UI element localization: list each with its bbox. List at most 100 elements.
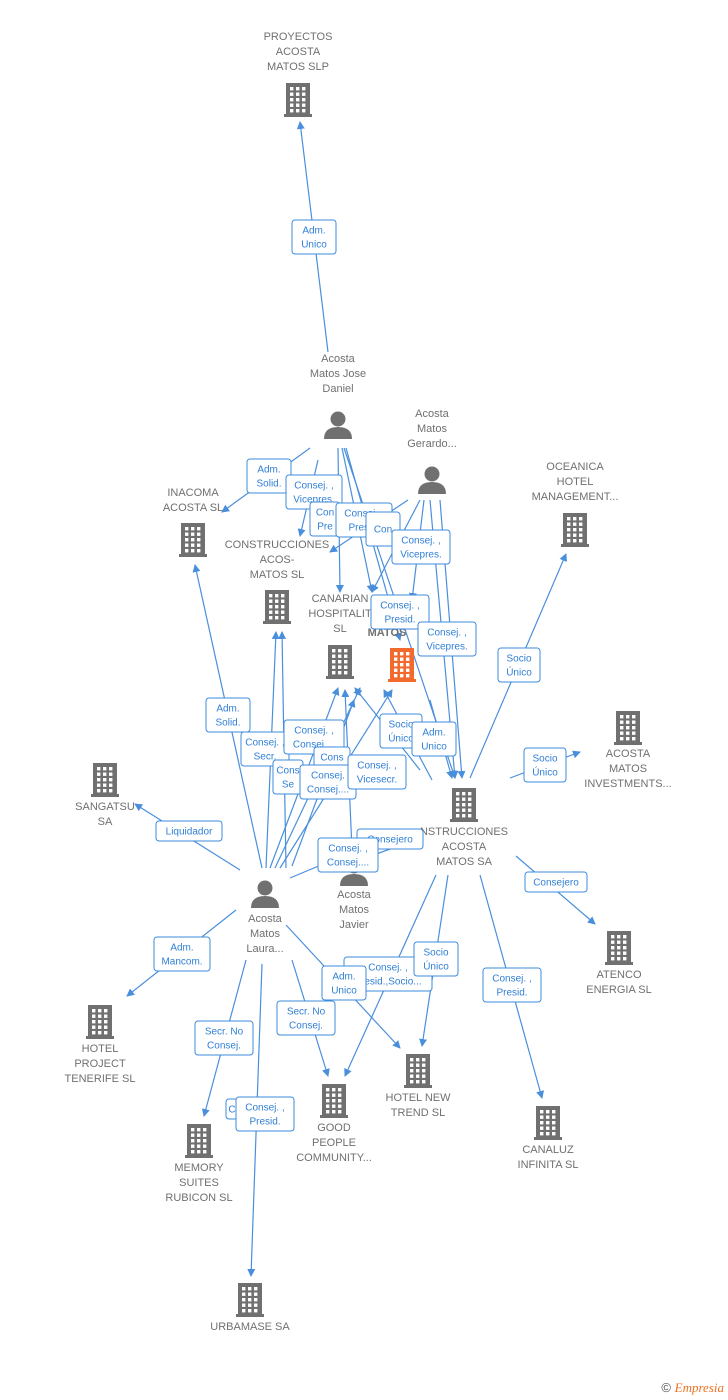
building-icon[interactable] xyxy=(91,763,119,797)
edge-label-line: Vicepres. xyxy=(400,550,442,561)
edge-label[interactable]: Adm.Mancom. xyxy=(153,936,211,972)
building-icon[interactable] xyxy=(450,788,478,822)
company-label-construcciones-sl-line: MATOS SL xyxy=(250,569,305,581)
edge-label-line: Cons xyxy=(276,766,299,777)
edge-label[interactable]: Adm.Unico xyxy=(321,965,367,1001)
edge-label[interactable]: Consejero xyxy=(524,871,588,893)
copyright-symbol: © xyxy=(661,1380,672,1395)
edge-label-line: Consej. , xyxy=(245,738,284,749)
edge-label[interactable]: Consej.Consej.... xyxy=(299,764,357,800)
edge-label-box xyxy=(497,647,541,683)
edge-label-line: Consej. , xyxy=(357,761,396,772)
edge-label-text: Consej. ,Vicesecr. xyxy=(357,761,397,786)
edge-label[interactable]: Consej. ,Consej.... xyxy=(317,837,379,873)
edge-label-box xyxy=(235,1096,295,1132)
building-icon[interactable] xyxy=(179,523,207,557)
company-label-oceanica-line: HOTEL xyxy=(557,476,594,488)
building-icon[interactable] xyxy=(185,1124,213,1158)
edge-label[interactable]: Consej. ,Presid. xyxy=(482,967,542,1003)
edge-label-text: Consej.Consej.... xyxy=(307,771,349,796)
edge-label[interactable]: Consej. ,Vicepres. xyxy=(417,621,477,657)
building-icon[interactable] xyxy=(320,1084,348,1118)
edge-label[interactable]: Adm.Solid. xyxy=(205,697,251,733)
edge-label-line: Secr. xyxy=(254,752,277,763)
edge-label[interactable]: Adm.Unico xyxy=(291,219,337,255)
edge-label-line: Presid. xyxy=(249,1117,280,1128)
person-icon[interactable] xyxy=(418,466,446,495)
building-icon[interactable] xyxy=(561,513,589,547)
edge-label-box xyxy=(194,1020,254,1056)
edge-label[interactable]: Consej. ,Vicepres. xyxy=(391,529,451,565)
edge-label-line: Pre xyxy=(317,522,333,533)
edge-label[interactable]: Cons xyxy=(313,746,351,768)
edge-label-line: Consej. , xyxy=(492,974,531,985)
center-node-label[interactable]: MATOS xyxy=(368,627,407,639)
edge-label[interactable]: Adm.Solid. xyxy=(246,458,292,494)
edge-label-line: Adm. xyxy=(422,728,445,739)
edge-label-text: Adm.Unico xyxy=(301,226,327,251)
edge-label-line: Cons xyxy=(320,753,343,764)
edge-label-text: Cons xyxy=(320,753,343,764)
edges-layer xyxy=(126,121,596,1277)
company-label-construcciones-sl-line: CONSTRUCCIONES xyxy=(225,539,330,551)
person-icon[interactable] xyxy=(324,411,352,440)
edge-label[interactable]: Consej. ,Presid. xyxy=(370,594,430,630)
edge-label-line: Con xyxy=(316,508,334,519)
building-icon[interactable] xyxy=(614,711,642,745)
edge-label[interactable]: Consej. ,Presid. xyxy=(235,1096,295,1132)
edge-label-box xyxy=(411,721,457,757)
person-icon[interactable] xyxy=(251,880,279,909)
center-building-icon[interactable] xyxy=(388,648,416,682)
building-icon[interactable] xyxy=(534,1106,562,1140)
edge-label[interactable]: Adm.Unico xyxy=(411,721,457,757)
edge-label-line: Se xyxy=(282,780,295,791)
building-icon[interactable] xyxy=(263,590,291,624)
edge-label-line: Consej.... xyxy=(307,785,349,796)
building-icon[interactable] xyxy=(284,83,312,117)
edge-label-line: Único xyxy=(506,666,532,679)
edge-label[interactable]: Consej. ,Vicesecr. xyxy=(347,754,407,790)
building-icon[interactable] xyxy=(236,1283,264,1317)
building-icon[interactable] xyxy=(326,645,354,679)
edge-label-box xyxy=(370,594,430,630)
edge-label[interactable]: Liquidador xyxy=(155,820,223,842)
edge-label-line: Presid. xyxy=(384,615,415,626)
edge-label-text: Consej. ,Presid. xyxy=(245,1103,284,1128)
edge-label-line: Consej.... xyxy=(293,740,335,751)
company-label-urbamase[interactable]: URBAMASE SA xyxy=(210,1321,290,1333)
building-icon[interactable] xyxy=(404,1054,432,1088)
building-icon[interactable] xyxy=(86,1005,114,1039)
building-icon[interactable] xyxy=(605,931,633,965)
edge-label-line: Único xyxy=(423,960,449,973)
edge-label-box xyxy=(524,871,588,893)
person-label-laura-line: Acosta xyxy=(248,913,283,925)
edge-label-line: Único xyxy=(532,766,558,779)
